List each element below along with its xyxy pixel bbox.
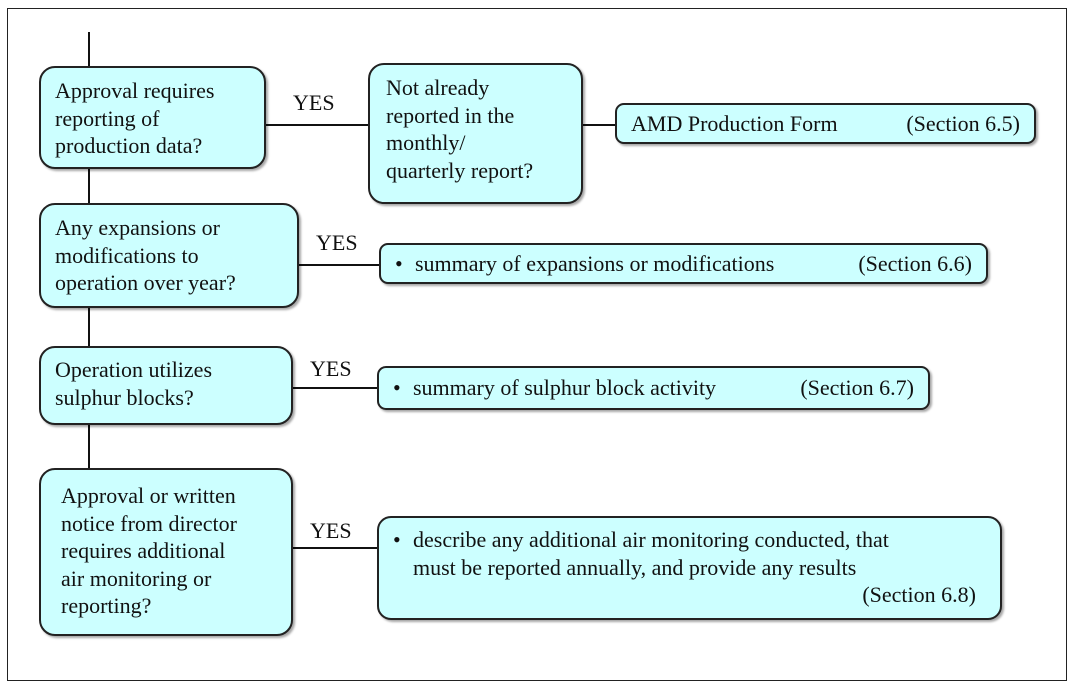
q4-line-3: requires additional — [61, 538, 226, 563]
r3-section: (Section 6.7) — [800, 375, 914, 400]
question-sulphur-blocks: Operation utilizes sulphur blocks? — [39, 346, 293, 425]
q1-line-3: production data? — [55, 133, 203, 158]
r2-bullet: • — [395, 251, 403, 276]
q1b-line-1: Not already — [386, 75, 490, 100]
result-expansions-summary: •summary of expansions or modifications … — [379, 243, 988, 284]
yes-label-4: YES — [310, 518, 352, 543]
q1b-line-4: quarterly report? — [386, 157, 534, 183]
question-not-already-reported: Not already reported in the monthly/ qua… — [368, 63, 583, 204]
r2-section: (Section 6.6) — [858, 251, 972, 276]
r4-bullet: • — [393, 527, 401, 552]
q1b-line-2: reported in the — [386, 102, 515, 128]
q2-line-2: modifications to — [55, 242, 199, 268]
r4-line-2: must be reported annually, and provide a… — [413, 554, 857, 580]
question-expansions: Any expansions or modifications to opera… — [39, 203, 299, 308]
question-additional-monitoring: Approval or written notice from director… — [39, 468, 293, 636]
r4-section: (Section 6.8) — [862, 582, 976, 607]
r1-section: (Section 6.5) — [906, 111, 1020, 136]
r2-text: summary of expansions or modifications — [415, 251, 775, 276]
q4-line-4: air monitoring or — [61, 565, 212, 591]
question-production-data: Approval requires reporting of productio… — [39, 66, 266, 169]
q4-line-5: reporting? — [61, 593, 152, 618]
q3-line-1: Operation utilizes — [55, 357, 213, 382]
r1-text: AMD Production Form — [631, 111, 838, 136]
result-sulphur-block-summary: • summary of sulphur block activity (Sect… — [377, 366, 930, 410]
diagram-frame — [7, 8, 1067, 681]
r3-bullet: • — [393, 375, 401, 400]
yes-label-1: YES — [293, 90, 335, 115]
q3-line-2: sulphur blocks? — [55, 384, 194, 410]
result-amd-production-form: AMD Production Form (Section 6.5) — [615, 103, 1036, 144]
q1-line-2: reporting of — [55, 105, 160, 131]
r4-line-1: describe any additional air monitoring c… — [413, 527, 889, 552]
q2-line-3: operation over year? — [55, 270, 236, 295]
q4-line-1: Approval or written — [61, 483, 236, 508]
r3-text: summary of sulphur block activity — [413, 375, 717, 400]
q2-line-1: Any expansions or — [55, 215, 220, 240]
yes-label-3: YES — [310, 356, 352, 381]
q4-line-2: notice from director — [61, 510, 237, 536]
q1b-line-3: monthly/ — [386, 130, 466, 155]
result-air-monitoring: • describe any additional air monitoring … — [377, 516, 1002, 620]
yes-label-2: YES — [316, 230, 358, 255]
q1-line-1: Approval requires — [55, 78, 215, 103]
